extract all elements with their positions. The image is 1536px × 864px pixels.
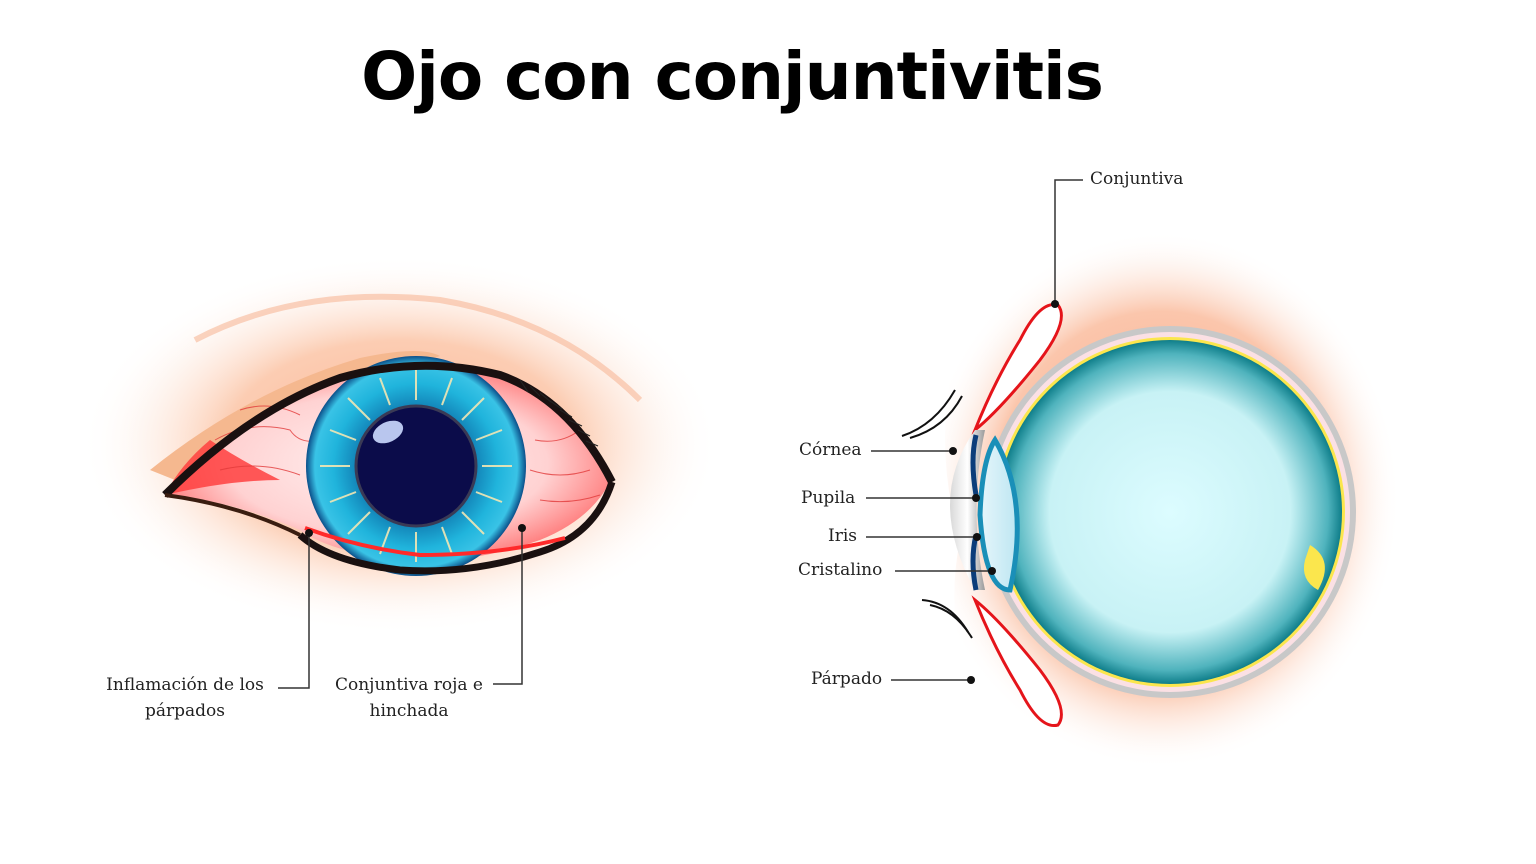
label-parpado: Párpado bbox=[811, 669, 883, 689]
label-inflamacion-line2: párpados bbox=[144, 701, 225, 721]
page-title: Ojo con conjuntivitis bbox=[361, 38, 1104, 115]
label-pupila: Pupila bbox=[801, 488, 856, 508]
label-conjuntiva-roja-line1: Conjuntiva roja e bbox=[334, 675, 483, 695]
label-conjuntiva-roja: Conjuntiva roja e hinchada bbox=[328, 672, 490, 724]
label-cornea: Córnea bbox=[799, 440, 862, 460]
label-inflamacion-line1: Inflamación de los bbox=[106, 675, 264, 695]
label-inflamacion-parpados: Inflamación de los párpados bbox=[96, 672, 274, 724]
label-conjuntiva-roja-line2: hinchada bbox=[369, 701, 449, 721]
label-iris: Iris bbox=[828, 526, 858, 546]
side-eye-cross-section bbox=[866, 179, 1425, 769]
label-cristalino: Cristalino bbox=[798, 560, 883, 580]
front-eye-illustration bbox=[80, 255, 720, 689]
label-conjuntiva: Conjuntiva bbox=[1090, 169, 1184, 189]
